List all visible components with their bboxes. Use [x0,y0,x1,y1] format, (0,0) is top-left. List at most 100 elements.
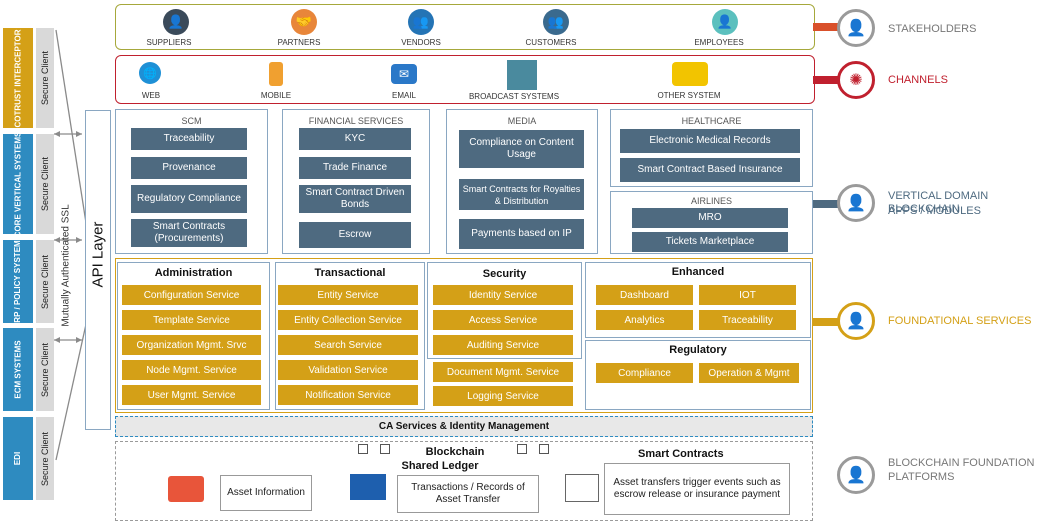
enhanced-item: Dashboard [596,285,693,305]
airlines-item: MRO [632,208,788,228]
blockchain-label-line1: BLOCKCHAIN FOUNDATION [888,457,1035,469]
vendors-icon: 👥 [408,9,434,35]
logging-service: Logging Service [433,386,573,406]
document-mgmt-service: Document Mgmt. Service [433,362,573,382]
transactional-item: Search Service [278,335,418,355]
financial-services-box: FINANCIAL SERVICES [282,109,430,254]
channels-hub-icon: ✺ [837,61,875,99]
regulatory-item: Compliance [596,363,693,383]
security-item: Auditing Service [433,335,573,355]
healthcare-box: HEALTHCARE [610,109,813,187]
administration-item: User Mgmt. Service [122,385,261,405]
email-icon: ✉ [391,64,417,84]
financial-title: FINANCIAL SERVICES [308,116,404,126]
financial-item: Trade Finance [299,157,411,179]
channel-label: OTHER SYSTEM [657,91,721,100]
stakeholder-label: SUPPLIERS [146,38,192,47]
financial-item: Escrow [299,222,411,248]
employees-icon: 👤 [712,9,738,35]
airlines-box: AIRLINES [610,191,813,254]
transactional-title: Transactional [314,267,386,279]
api-layer [85,110,111,430]
channel-label: EMAIL [391,91,417,100]
financial-item: KYC [299,128,411,150]
vertical-label-line2: APPS / MODULES [888,205,981,217]
healthcare-title: HEALTHCARE [681,116,742,126]
enhanced-box: Enhanced [585,262,811,338]
partners-icon: 🤝 [291,9,317,35]
scm-item: Traceability [131,128,247,150]
stakeholder-label: VENDORS [401,38,441,47]
stakeholders-person-icon: 👤 [837,9,875,47]
block-cube-icon [539,444,549,454]
blockchain-title-line1: Blockchain [425,446,485,458]
regulatory-title: Regulatory [669,344,727,356]
stakeholders-label: STAKEHOLDERS [888,23,977,35]
channel-label: BROADCAST SYSTEMS [468,92,560,101]
administration-item: Organization Mgmt. Srvc [122,335,261,355]
security-item: Identity Service [433,285,573,305]
media-title: MEDIA [507,116,537,126]
blockchain-title-line2: Shared Ledger [401,460,479,472]
airlines-title: AIRLINES [690,196,732,206]
enhanced-item: Analytics [596,310,693,330]
vertical-label-line1: VERTICAL DOMAIN BLOCKCHAIN [888,190,989,215]
ssl-label: Mutually Authenticated SSL [60,204,72,327]
scm-item: Provenance [131,157,247,179]
vertical-person-icon: 👤 [837,184,875,222]
stakeholder-label: PARTNERS [277,38,321,47]
transactions-box: Transactions / Records of Asset Transfer [397,475,539,513]
foundational-services-frame [115,258,813,413]
api-layer-label: API Layer [89,221,107,288]
contract-handshake-icon [565,474,599,502]
briefcase-icon [168,476,204,502]
vertical-connector [813,200,839,208]
ecm-systems-block: ECM SYSTEMS [3,328,33,411]
regulatory-box: Regulatory [585,340,811,410]
foundational-person-icon: 👤 [837,302,875,340]
media-box: MEDIA [446,109,598,254]
transactional-item: Validation Service [278,360,418,380]
block-cube-icon [517,444,527,454]
asset-transfers-box: Asset transfers trigger events such as e… [604,463,790,515]
channels-label: CHANNELS [888,74,948,86]
stakeholders-connector [813,23,839,31]
scm-title: SCM [181,116,202,126]
administration-item: Configuration Service [122,285,261,305]
secure-client-4: Secure Client [36,328,54,411]
security-box: Security [427,262,582,359]
enhanced-title: Enhanced [671,266,725,278]
blockchain-label-line2: PLATFORMS [888,471,955,483]
healthcare-item: Smart Contract Based Insurance [620,158,800,182]
smart-contracts-title: Smart Contracts [638,448,724,460]
secure-client-1: Secure Client [36,28,54,128]
blockchain-frame [115,441,813,521]
broadcast-icon [507,60,537,90]
block-cube-icon [358,444,368,454]
cotrust-interceptor-block: COTRUST INTERCEPTOR [3,28,33,128]
regulatory-item: Operation & Mgmt [699,363,799,383]
secure-client-3: Secure Client [36,240,54,323]
foundational-connector [813,318,839,326]
transactional-item: Entity Collection Service [278,310,418,330]
ledger-icon [350,474,386,500]
transactional-box: Transactional [275,262,425,410]
media-item: Smart Contracts for Royalties & Distribu… [459,179,584,210]
channels-connector [813,76,839,84]
enhanced-item: Traceability [699,310,796,330]
stakeholder-label: EMPLOYEES [694,38,744,47]
secure-client-5: Secure Client [36,417,54,500]
mobile-icon [269,62,283,86]
ca-services-bar [115,416,813,437]
channel-label: MOBILE [260,91,292,100]
core-vertical-systems-block: CORE VERTICAL SYSTEMS [3,131,33,237]
asset-information-box: Asset Information [220,475,312,511]
airlines-item: Tickets Marketplace [632,232,788,252]
blockchain-person-icon: 👤 [837,456,875,494]
media-item: Payments based on IP [459,219,584,249]
administration-title: Administration [154,267,233,279]
enhanced-item: IOT [699,285,796,305]
customers-icon: 👥 [543,9,569,35]
scm-item: Smart Contracts (Procurements) [131,219,247,247]
media-item: Compliance on Content Usage [459,130,584,168]
